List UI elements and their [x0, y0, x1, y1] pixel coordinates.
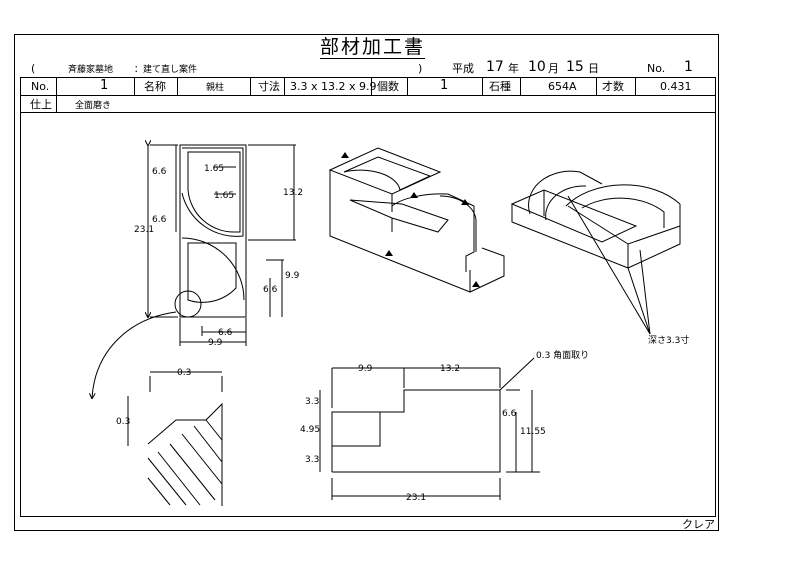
detail-dim-text: 0.3: [177, 368, 191, 378]
count-label: 個数: [377, 80, 399, 93]
name-value: 親柱: [206, 83, 225, 93]
plan-dim-text: 6.6: [152, 167, 167, 177]
detail-dim-text: 0.3: [116, 417, 130, 427]
col-divider: [482, 77, 483, 95]
size-label: 寸法: [258, 80, 280, 93]
isometric-view-back: [510, 170, 681, 335]
depth-note: 深さ3.3寸: [648, 334, 689, 346]
plan-dim-text: 6.6: [263, 285, 278, 295]
col-divider: [407, 77, 408, 95]
col-divider: [371, 77, 372, 95]
col-divider: [250, 77, 251, 95]
table-top-line: [20, 77, 716, 78]
finish-value: 全面磨き: [75, 101, 112, 111]
col-divider: [284, 77, 285, 95]
plan-view: [92, 145, 296, 398]
drawing-frame: [14, 34, 719, 531]
plan-dim-text: 23.1: [134, 225, 154, 235]
side-dim-text: 3.3: [305, 397, 319, 407]
detail-view: [127, 371, 223, 506]
chamfer-note: 0.3 角面取り: [536, 349, 589, 361]
plan-dim-text: 1.65: [214, 191, 234, 201]
row-no-value: 1: [100, 78, 109, 93]
plan-dim-text: 9.9: [208, 338, 223, 348]
side-dim-text: 23.1: [406, 493, 426, 503]
side-dim-text: 6.6: [502, 409, 517, 419]
row-no-label: No.: [31, 80, 50, 93]
size-value: 3.3 x 13.2 x 9.9: [290, 80, 377, 93]
footer-label: クレア: [682, 518, 715, 531]
month-unit: 月: [548, 62, 559, 75]
doc-no-value: 1: [684, 59, 693, 75]
plan-dim-text: 9.9: [285, 271, 300, 281]
name-label: 名称: [144, 80, 166, 93]
era-label: 平成: [452, 62, 474, 75]
col-divider: [635, 77, 636, 95]
finish-label: 仕上: [30, 98, 52, 111]
day-unit: 日: [588, 62, 599, 75]
table-bottom-line: [20, 112, 716, 113]
col-divider: [596, 77, 597, 95]
stone-label: 石種: [489, 80, 511, 93]
day-value: 15: [566, 59, 584, 75]
plan-dim-text: 1.65: [204, 164, 224, 174]
side-dim-text: 13.2: [440, 364, 460, 374]
client-name: 斉藤家墓地: [68, 65, 114, 75]
side-dim-text: 3.3: [305, 455, 319, 465]
volume-label: 才数: [602, 80, 624, 93]
side-dim-text: 4.95: [300, 425, 320, 435]
side-dim-text: 9.9: [358, 364, 373, 374]
plan-dim-text: 6.6: [218, 328, 233, 338]
plan-dim-text: 6.6: [152, 215, 167, 225]
count-value: 1: [440, 78, 449, 93]
paren-close: ): [418, 62, 423, 75]
col-divider: [56, 77, 57, 112]
month-value: 10: [528, 59, 546, 75]
col-divider: [520, 77, 521, 95]
page-title: 部材加工書: [320, 36, 426, 59]
table-mid-line: [20, 95, 716, 96]
col-divider: [134, 77, 135, 95]
doc-no-label: No.: [647, 62, 666, 75]
side-dim-text: 11.55: [520, 427, 546, 437]
triangle-markers: [341, 152, 480, 287]
isometric-view-front: [328, 147, 505, 293]
stone-value: 654A: [548, 80, 577, 93]
volume-value: 0.431: [660, 80, 692, 93]
project-name: ：建て直し案件: [134, 65, 198, 75]
year-value: 17: [486, 59, 504, 75]
year-unit: 年: [508, 62, 519, 75]
plan-dim-text: 13.2: [283, 188, 303, 198]
side-view: [319, 357, 540, 500]
col-divider: [177, 77, 178, 95]
paren-open: (: [31, 62, 36, 75]
